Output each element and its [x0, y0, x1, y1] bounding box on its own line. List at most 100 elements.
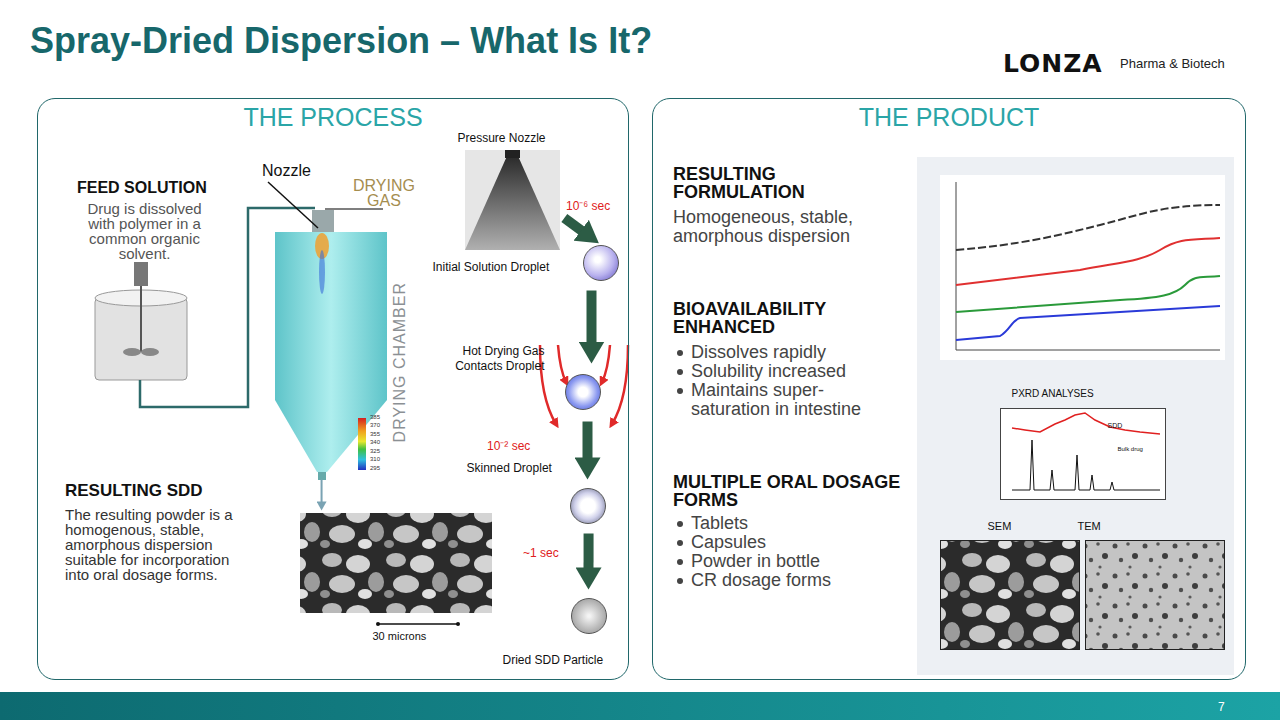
droplet-circle: Skinned Droplet: [570, 488, 606, 524]
dsc-curve: [956, 276, 1220, 312]
bullet-dot: [677, 559, 683, 565]
scale-tick: 340: [370, 439, 380, 445]
bullet-text: Solubility increased: [691, 362, 921, 381]
chamber-outlet: [318, 472, 326, 480]
section-body: Homogeneous, stable, amorphous dispersio…: [673, 208, 898, 246]
time-label: ~1 sec: [523, 546, 559, 560]
bullet-text: Tablets: [691, 514, 921, 533]
spray-cone: [465, 156, 560, 250]
dsc-chart: [940, 175, 1225, 360]
section-body: The resulting powder is a homogenous, st…: [65, 507, 250, 582]
pxrd-chart: [1000, 408, 1166, 500]
nozzle-tip: [505, 150, 520, 158]
bullet-dot: [677, 350, 683, 356]
leader-line: [268, 182, 318, 228]
scale-tick: 385: [370, 414, 380, 420]
chamber-cone: [275, 400, 387, 472]
time-label: 10⁻² sec: [487, 437, 530, 454]
chart-heading: PXRD ANALYSES: [1012, 388, 1094, 399]
bullet-text: Dissolves rapidly: [691, 343, 921, 362]
section-heading: RESULTING FORMULATION: [673, 165, 833, 201]
particle-label: Dried SDD Particle: [503, 653, 604, 667]
impeller-blade: [123, 348, 141, 356]
process-arrow: [584, 534, 594, 572]
part-name: DRYING GAS: [344, 178, 424, 208]
bullet-dot: [677, 388, 683, 394]
scale-tick: 355: [370, 431, 380, 437]
pxrd-chart-box: PXRD ANALYSESSDDBulk drug: [1000, 408, 1166, 500]
droplet-label: Skinned Droplet: [467, 461, 552, 475]
image-heading: TEM: [1078, 520, 1101, 532]
scale-bar-end: [456, 622, 460, 626]
sem-image: 30 microns: [300, 513, 492, 613]
bullet-text: Capsules: [691, 533, 921, 552]
sem-image: SEM: [940, 540, 1080, 650]
section-heading: RESULTING SDD: [65, 481, 203, 501]
panel-heading: THE PROCESS: [38, 103, 628, 132]
slide-title: Spray-Dried Dispersion – What Is It?: [30, 20, 652, 62]
particle-circle: Dried SDD Particle: [571, 598, 607, 634]
bullet-text: Powder in bottle: [691, 552, 921, 571]
scale-tick: 370: [370, 422, 380, 428]
gas-inlet: [325, 208, 383, 210]
scale-tick: 310: [370, 456, 380, 462]
bullet-dot: [677, 369, 683, 375]
section-heading: BIOAVAILABILITY ENHANCED: [673, 300, 853, 336]
color-scale: [358, 418, 366, 470]
series-label: SDD: [1108, 422, 1123, 429]
series-label: Bulk drug: [1118, 446, 1143, 452]
part-name: Nozzle: [262, 162, 311, 180]
droplet-circle: Hot Drying Gas Contacts Droplet: [565, 374, 601, 410]
chamber-neck: [312, 210, 334, 232]
sem-photo: [300, 513, 492, 613]
sem-photo: [940, 540, 1080, 650]
time-label: 10⁻⁶ sec: [566, 197, 610, 214]
page-number: 7: [1218, 700, 1225, 714]
logo-text: LONZA: [1003, 49, 1103, 78]
dsc-curve: [956, 238, 1220, 285]
image-caption: Pressure Nozzle: [458, 131, 546, 145]
chamber-label: DRYING CHAMBER: [391, 282, 409, 442]
nozzle-image: Pressure Nozzle: [465, 150, 560, 250]
hot-gas-stream: [602, 345, 610, 382]
chart-axis: [956, 182, 957, 350]
footer-band: [0, 692, 1280, 720]
nozzle-photo: [465, 150, 560, 250]
image-backdrop: [917, 157, 1234, 675]
bullet-dot: [677, 540, 683, 546]
section-heading: FEED SOLUTION: [77, 179, 207, 197]
scale-label: 30 microns: [373, 630, 427, 642]
pxrd-curve: [1012, 413, 1160, 434]
scale-tick: 325: [370, 448, 380, 454]
scale-bar-end: [376, 622, 380, 626]
scale-tick: 295: [370, 465, 380, 471]
tem-photo: [1085, 540, 1225, 650]
logo-subtext: Pharma & Biotech: [1120, 56, 1225, 71]
pxrd-curve: [1012, 440, 1160, 490]
hot-gas-stream: [558, 345, 566, 382]
impeller-blade: [141, 348, 159, 356]
droplet-label: Initial Solution Droplet: [433, 260, 550, 274]
bullet-text: CR dosage forms: [691, 571, 921, 590]
flow-arrow: [321, 480, 323, 504]
droplet-label: Hot Drying Gas Contacts Droplet: [440, 344, 545, 374]
chart-axis: [956, 350, 1220, 351]
bullet-text: Maintains super- saturation in intestine: [691, 381, 906, 419]
dsc-curve: [956, 205, 1220, 250]
spray-plume: [319, 250, 325, 294]
mixer-shaft: [140, 286, 142, 352]
bullet-dot: [677, 521, 683, 527]
dsc-curve: [956, 306, 1220, 340]
hot-gas-stream: [612, 345, 628, 424]
chamber-body: [275, 232, 387, 400]
mixer-motor: [134, 262, 148, 286]
scale-bar: [378, 623, 458, 625]
droplet-circle: Initial Solution Droplet: [583, 245, 619, 281]
drying-chamber: DRYING CHAMBER: [275, 232, 387, 480]
panel-heading: THE PRODUCT: [653, 103, 1245, 132]
section-heading: MULTIPLE ORAL DOSAGE FORMS: [673, 473, 918, 509]
